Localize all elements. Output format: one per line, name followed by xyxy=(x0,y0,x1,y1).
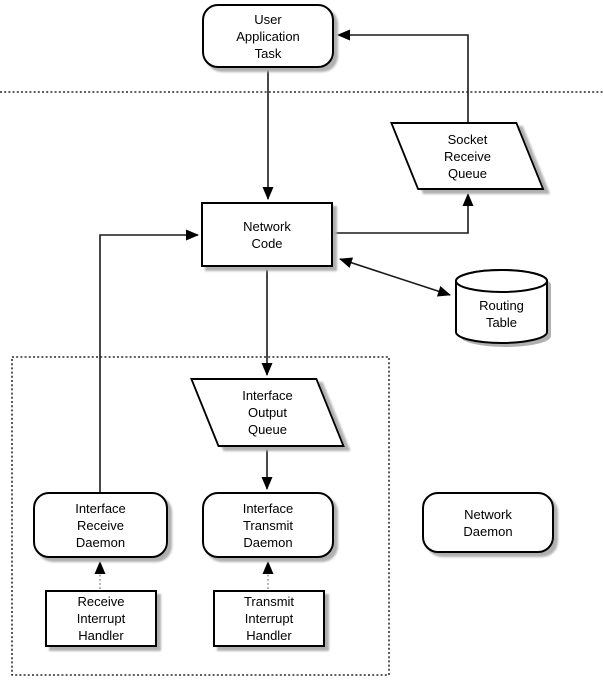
node-interface-output-queue: Interface Output Queue xyxy=(190,378,345,447)
node-routing-table: Routing Table xyxy=(455,268,552,349)
node-label: Interface Receive Daemon xyxy=(75,500,126,550)
node-label: Receive Interrupt Handler xyxy=(76,594,126,643)
node-label: Interface Transmit Daemon xyxy=(242,500,294,550)
node-label: Network Daemon xyxy=(463,506,513,539)
cylinder-shape xyxy=(455,269,551,347)
node-label: Network Code xyxy=(243,218,291,251)
node-interface-receive-daemon: Interface Receive Daemon xyxy=(33,492,168,558)
node-transmit-interrupt-handler: Transmit Interrupt Handler xyxy=(213,590,325,647)
node-interface-transmit-daemon: Interface Transmit Daemon xyxy=(202,492,334,558)
node-user-application-task: User Application Task xyxy=(202,4,334,68)
node-label: Transmit Interrupt Handler xyxy=(243,594,295,643)
node-label: Socket Receive Queue xyxy=(444,131,491,181)
node-receive-interrupt-handler: Receive Interrupt Handler xyxy=(45,590,157,647)
node-label: Routing Table xyxy=(479,297,524,330)
edge-socket-receive-queue-to-user-app xyxy=(337,29,469,122)
node-label: Interface Output Queue xyxy=(242,388,293,437)
edge-network-code-routing-table-double-arrow xyxy=(339,257,451,297)
node-label: User Application Task xyxy=(236,11,300,61)
node-socket-receive-queue: Socket Receive Queue xyxy=(390,122,545,190)
edge-receive-daemon-to-network-code xyxy=(99,229,199,492)
edge-network-code-to-socket-receive-queue xyxy=(333,193,474,234)
node-network-daemon: Network Daemon xyxy=(422,492,554,553)
node-network-code: Network Code xyxy=(201,202,333,267)
